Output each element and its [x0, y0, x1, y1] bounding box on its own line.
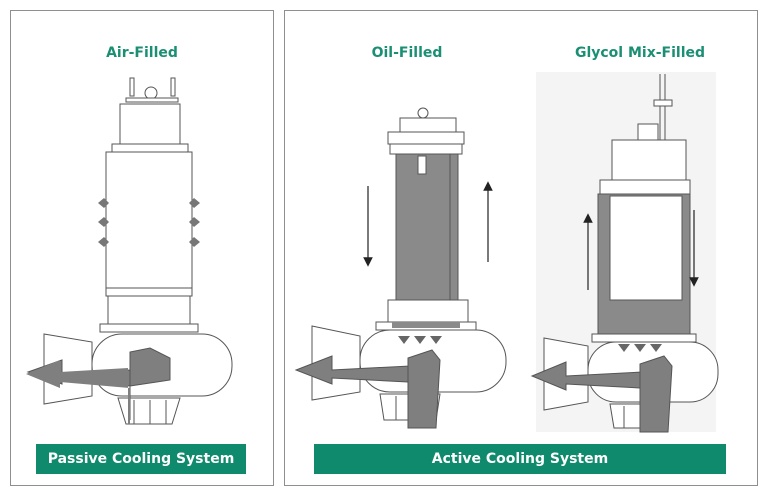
- oil-filled-down-arrows: [398, 336, 442, 344]
- active-cooling-banner: Active Cooling System: [314, 444, 726, 474]
- glycol-filled-down-arrows: [618, 344, 662, 352]
- passive-cooling-banner: Passive Cooling System: [36, 444, 246, 474]
- oil-filled-label: Oil-Filled: [371, 45, 443, 61]
- air-filled-label: Air-Filled: [106, 45, 178, 61]
- air-filled-pump-drawing: [43, 77, 233, 425]
- air-filled-heat-arrows: [98, 198, 200, 247]
- glycol-mix-filled-label: Glycol Mix-Filled: [574, 45, 706, 61]
- oil-filled-impeller-plate: [392, 322, 460, 328]
